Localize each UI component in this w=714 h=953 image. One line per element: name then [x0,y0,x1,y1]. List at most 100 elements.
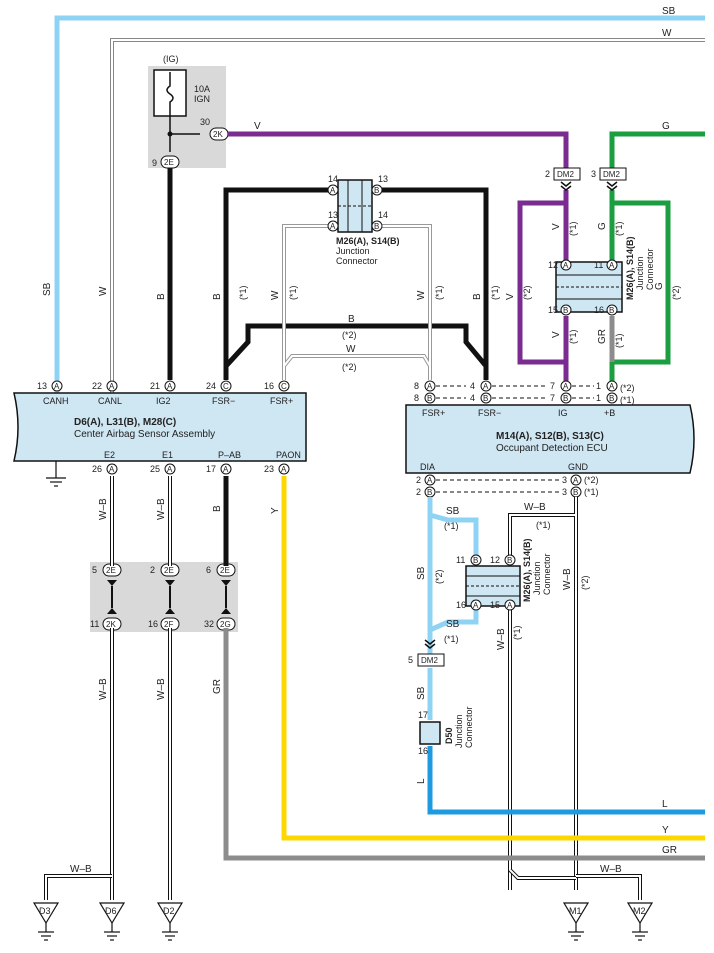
ecu-top-pin-b-3-letter: B [609,394,614,403]
wire-v [228,131,569,381]
ca-top-pin-num-3: 24 [206,381,216,391]
svg-text:16: 16 [594,305,604,315]
mid-conn-num-bot-0: 11 [90,619,99,629]
ca-bot-pin-name-1: E1 [162,450,173,460]
ecu-top-pin-a-0 [424,380,436,392]
ca-bot-pin-2 [220,463,232,475]
ca-top-pin-3 [220,380,232,392]
ground-m1: M1 [562,902,590,941]
junction-right-line2: Junction [635,256,645,290]
wire-wb-e2 [44,476,114,900]
ca-bot-pin-1-letter: A [167,465,173,474]
ecu-top-num-a-0: 8 [414,381,419,391]
ground-icon-body [46,461,66,487]
wire-label-v-r2: V [505,293,516,300]
ecu-note-1: (*1) [620,395,635,405]
svg-text:2: 2 [416,487,421,497]
wire-label-y: Y [270,507,281,514]
ca-bot-pin-name-3: PAON [276,450,301,460]
ca-top-pin-num-0: 13 [37,381,47,391]
wire-wb-m2 [576,874,642,900]
ca-bot-pin-num-1: 25 [150,464,160,474]
junction-top: A B A B 14 13 13 14 [327,174,388,233]
ca-top-pin-name-1: CANL [98,396,122,406]
wire-label-wb-m2: W–B [600,864,622,875]
svg-text:A: A [573,476,579,485]
svg-text:16: 16 [456,600,466,610]
ecu-top-name-2: IG [558,408,568,418]
edge-label-sb: SB [662,6,676,17]
ecu-top-num-a-3: 1 [596,381,601,391]
wire-label-w-fsr-r: W [416,290,427,300]
ca-bot-pin-name-0: E2 [104,450,115,460]
note-gr-r: (*1) [614,333,624,348]
wire-label-l: L [416,778,427,784]
ground-d6: D6 [98,902,126,941]
wire-g [609,131,705,381]
svg-text:DM2: DM2 [603,170,620,179]
ca-top-pin-name-2: IG2 [156,396,171,406]
svg-text:5: 5 [408,655,413,665]
ecu-top-pin-a-1 [480,380,492,392]
svg-text:13: 13 [328,210,338,220]
fuse-rating: 10A [194,84,210,94]
note-w-right: (*1) [434,285,444,300]
ca-bot-pin-num-2: 17 [206,464,216,474]
svg-text:2E: 2E [164,158,174,167]
ecu-top-pin-a-1-letter: A [483,382,489,391]
note-w-mid: (*2) [342,362,357,372]
ca-top-pin-name-4: FSR+ [270,396,293,406]
note-v-r2: (*2) [522,285,532,300]
wire-label-b-fsr-r: B [472,293,483,300]
ecu-top-pin-a-0-letter: A [427,382,433,391]
dm2-connector-lower: DM2 5 [408,639,445,667]
ecu-pin-gnd: GND [568,462,589,472]
wire-label-b-mid: B [348,314,355,325]
ca-top-pin-2-letter: A [167,382,173,391]
wire-label-g-r2: G [654,282,665,290]
mid-conn-num-top-0: 5 [92,565,97,575]
ca-bot-pin-3-letter: A [281,465,287,474]
wire-label-b-ig2: B [156,293,167,300]
svg-text:A: A [473,601,479,610]
svg-text:11: 11 [456,555,465,565]
ca-bot-pin-2-letter: A [223,465,229,474]
svg-text:(*1): (*1) [584,487,599,497]
svg-text:3: 3 [562,475,567,485]
ca-top-pin-1-letter: A [109,382,115,391]
svg-text:A: A [330,222,336,231]
svg-text:B: B [573,488,578,497]
note-wb-ecu2: (*2) [580,575,590,590]
ca-top-pin-num-2: 21 [150,381,160,391]
mid-conn-code-top-2: 2E [220,566,230,575]
occupant-ecu [405,404,695,474]
wire-w-bus [110,38,705,393]
svg-text:2: 2 [416,475,421,485]
wire-l [427,746,705,815]
ca-top-pin-name-3: FSR− [212,396,235,406]
ca-top-pin-3-letter: C [223,382,229,391]
ecu-note-2: (*2) [620,383,635,393]
wire-label-sb-left: SB [42,282,53,296]
note-g-r1: (*1) [614,221,624,236]
edge-label-w: W [662,28,672,39]
mid-conn-code-bot-1: 2F [164,620,173,629]
wire-b-fsr-minus [223,187,489,380]
wire-label-wb-d3: W–B [70,864,92,875]
svg-text:3: 3 [591,169,596,179]
ecu-top-pin-b-3 [606,392,618,404]
wire-label-w-fsr: W [270,290,281,300]
note-v-r3: (*1) [568,329,578,344]
svg-text:2K: 2K [213,130,223,139]
ca-top-pin-num-4: 16 [264,381,274,391]
fuse-ig-label: (IG) [163,54,179,64]
svg-text:A: A [507,601,513,610]
wire-label-v-r3: V [551,331,562,338]
note-w-left: (*1) [288,285,298,300]
ground-d3: D3 [32,902,60,941]
svg-text:A: A [563,261,569,270]
occupant-ecu-title: M14(A), S12(B), S13(C) [496,431,604,442]
junction-bottom-title: M26(A), S14(B) [522,538,532,602]
